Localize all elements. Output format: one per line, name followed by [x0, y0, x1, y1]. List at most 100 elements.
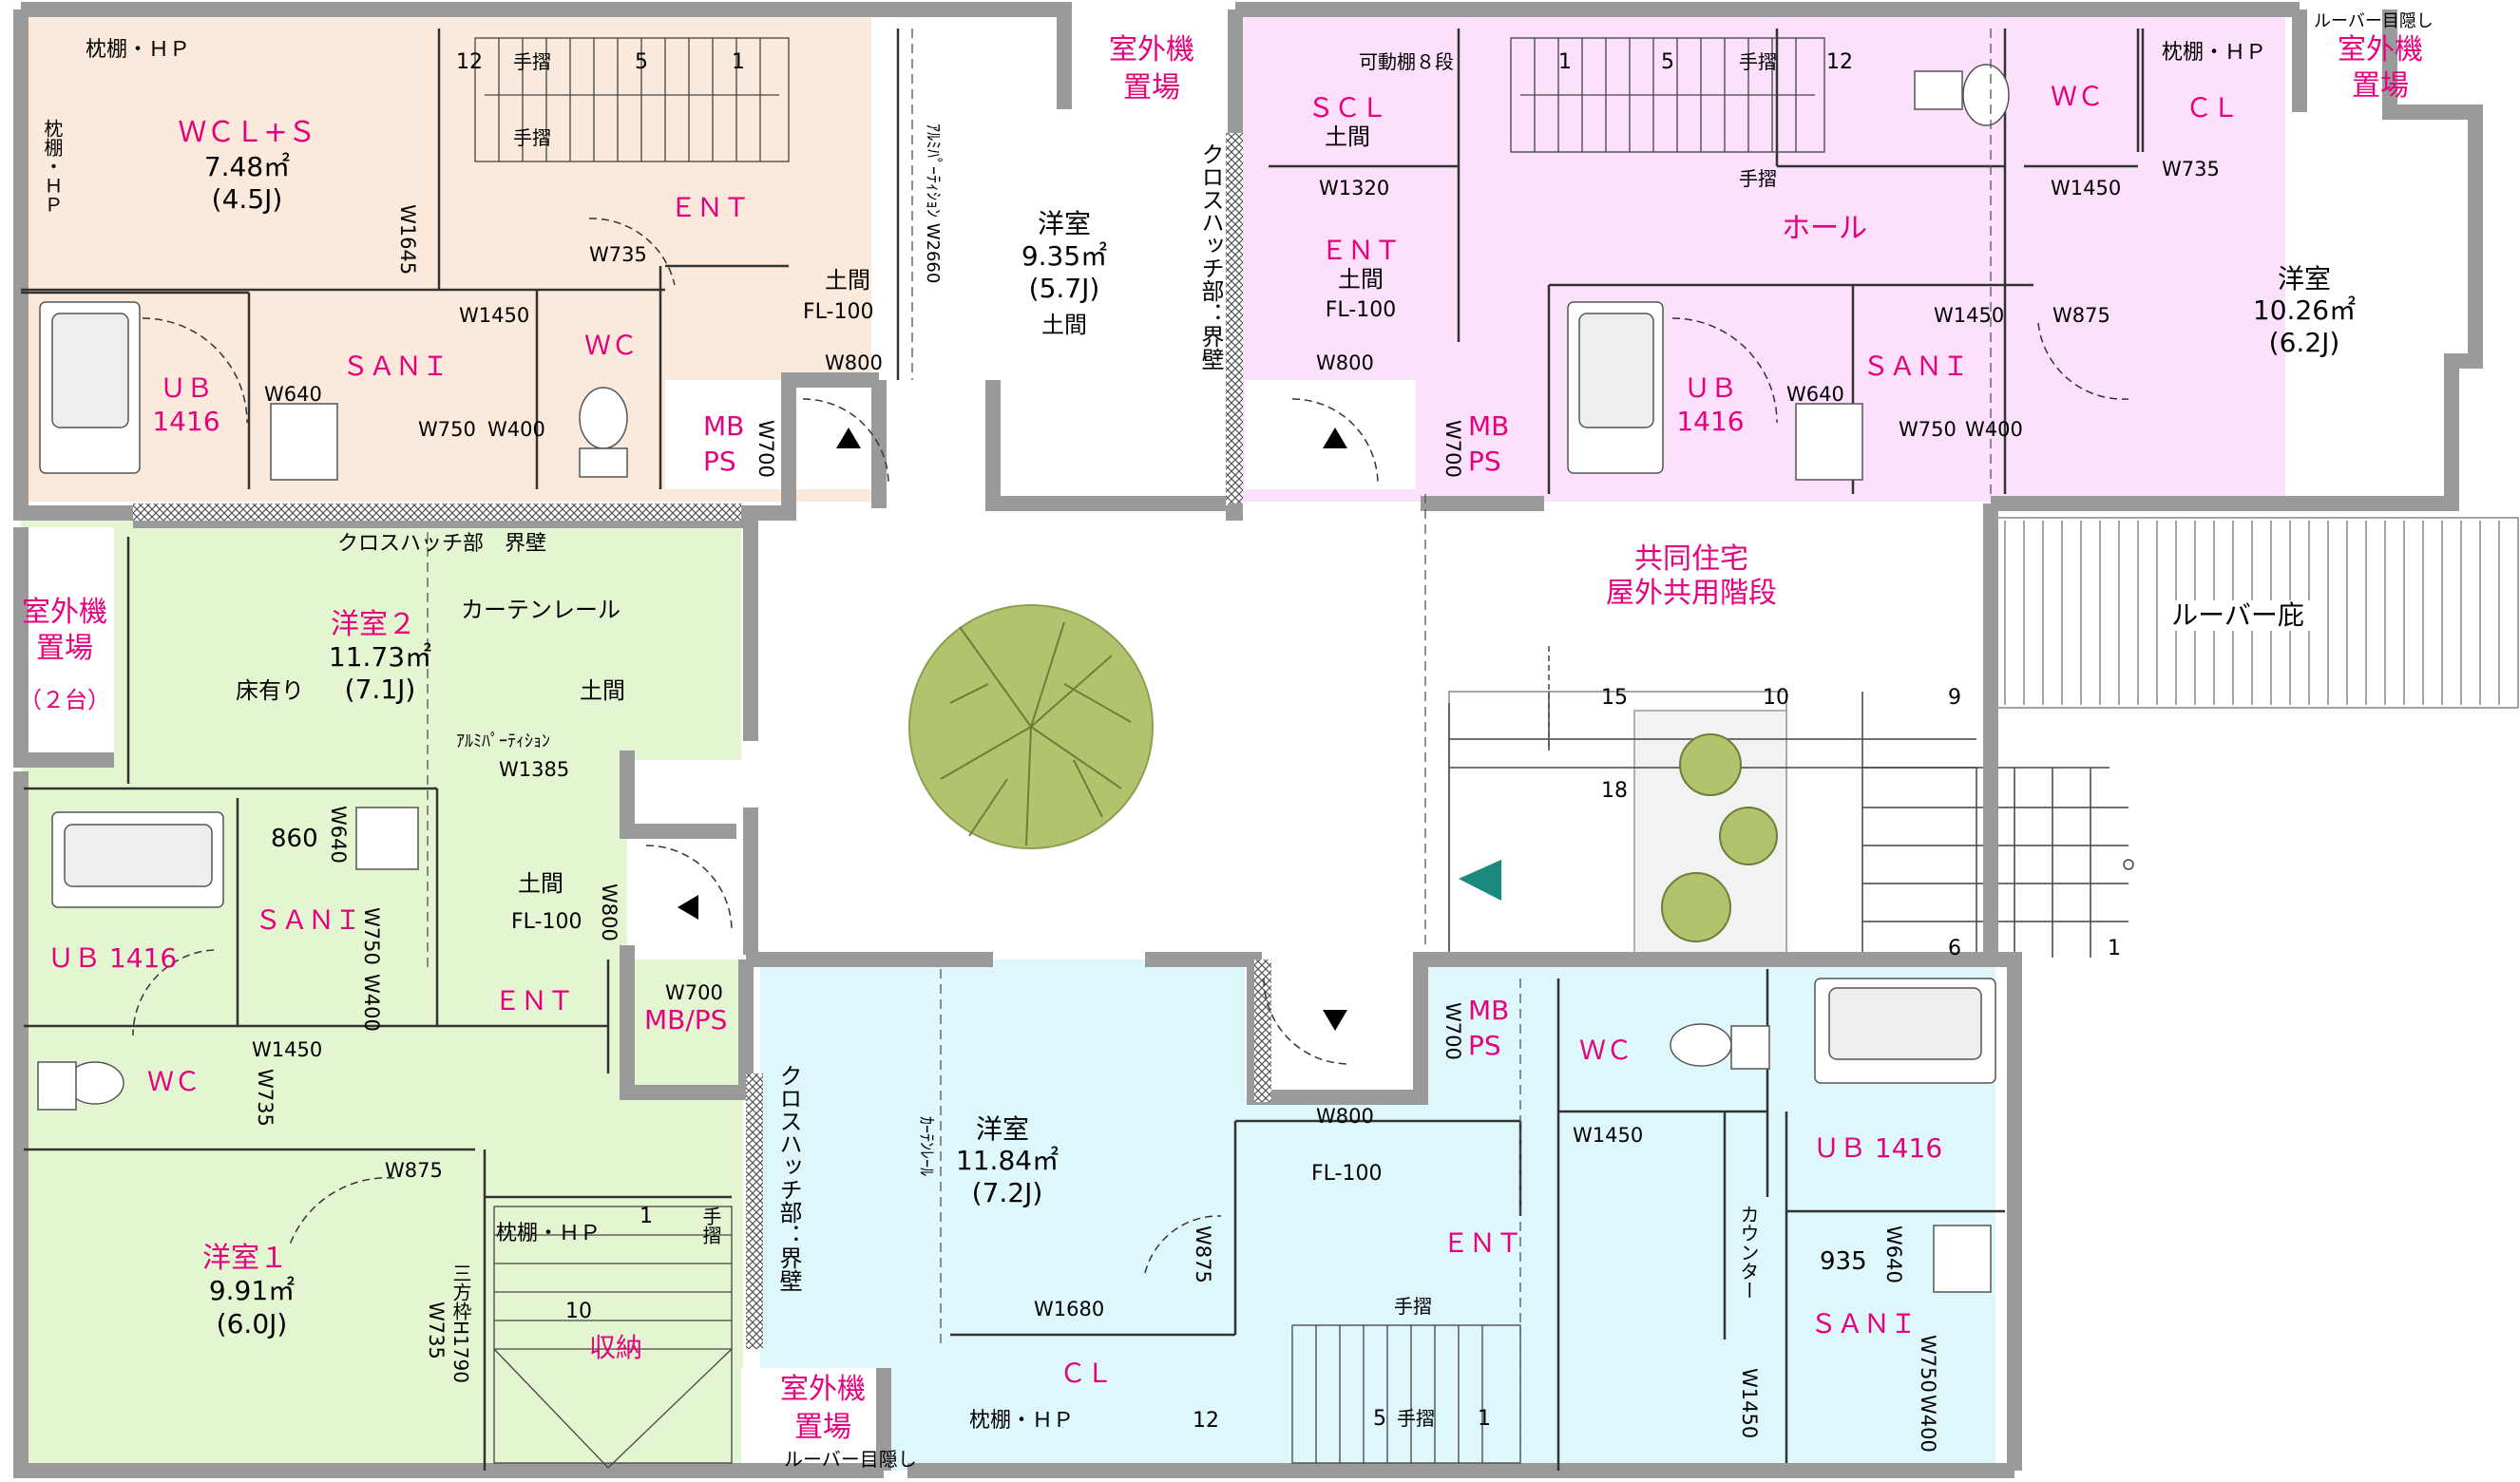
ne-scl-doma: 土間	[1325, 124, 1370, 150]
ne-w700: W700	[1441, 420, 1464, 478]
w-wc-label: ＷＣ	[147, 1066, 201, 1097]
nw-shelf-label: 枕棚・ＨＰ	[86, 38, 191, 62]
nw-handrail-a: 手摺	[513, 50, 551, 73]
common-step-1: 1	[2108, 937, 2121, 960]
s-w700: W700	[1441, 1002, 1464, 1060]
nw-room-label: 洋室	[1037, 208, 1092, 239]
s-cl-label: ＣＬ	[1060, 1358, 1114, 1389]
nw-outdoor-unit-1: 室外機	[1109, 33, 1194, 66]
nw-room-jo: (5.7J)	[1028, 273, 1100, 304]
w-doma-label: 土間	[580, 677, 625, 704]
nw-partition: ｱﾙﾐﾊﾟｰﾃｨｼｮﾝ W2660	[923, 124, 943, 284]
s-curtain-rail: ｶｰﾃﾝﾚｰﾙ	[916, 1116, 936, 1176]
ne-shelf8: 可動棚８段	[1359, 50, 1454, 73]
ne-sani-label: ＳＡＮＩ	[1862, 351, 1970, 382]
ne-room-label: 洋室	[2277, 263, 2332, 294]
s-stair-5: 5	[1373, 1407, 1386, 1431]
w-room1-label: 洋室１	[202, 1242, 288, 1275]
w-room1-area: 9.91㎡	[208, 1275, 296, 1306]
common-step-6: 6	[1948, 937, 1961, 960]
s-stair-12: 12	[1193, 1409, 1219, 1433]
nw-wcl-name: ＷＣＬ+Ｓ	[178, 116, 316, 149]
w-w875: W875	[385, 1159, 443, 1182]
s-w750: W750	[1917, 1335, 1939, 1393]
nw-outdoor-unit-2: 置場	[1123, 71, 1180, 104]
exterior-areas	[29, 17, 2390, 1472]
common-step-18: 18	[1601, 779, 1628, 803]
courtyard-tree	[908, 604, 1154, 849]
w-w1450: W1450	[252, 1038, 323, 1061]
ne-outdoor-unit-2: 置場	[2352, 69, 2409, 103]
w-storage-label: 収納	[589, 1332, 643, 1363]
ne-stair-12: 12	[1826, 50, 1853, 74]
w-handrail: 手摺	[699, 1206, 722, 1244]
s-sani-label: ＳＡＮＩ	[1810, 1308, 1918, 1340]
nw-w1645: W1645	[396, 204, 419, 276]
w-sani-label: ＳＡＮＩ	[255, 904, 362, 936]
s-w1450-b: W1450	[1738, 1368, 1761, 1439]
w-w640: W640	[327, 806, 350, 864]
w-stair-10: 10	[565, 1300, 592, 1323]
w-ub-label: ＵＢ 1416	[48, 942, 178, 974]
s-outdoor-unit-2: 置場	[794, 1411, 851, 1444]
ne-cl-label: ＣＬ	[2186, 92, 2240, 124]
nw-w400: W400	[487, 418, 545, 441]
nw-room-area: 9.35㎡	[1021, 240, 1108, 272]
ne-w1320: W1320	[1319, 177, 1390, 200]
w-fl: FL-100	[511, 910, 582, 934]
common-step-9: 9	[1948, 686, 1961, 710]
w-outdoor-unit-1: 室外機	[22, 596, 107, 629]
walls	[13, 2, 2483, 1478]
w-room1-jo: (6.0J)	[216, 1308, 288, 1340]
nw-stair-1: 1	[732, 50, 745, 74]
ne-ub-size: 1416	[1676, 406, 1745, 437]
w-ent-label: ＥＮＴ	[494, 985, 575, 1016]
door-swings	[132, 218, 2129, 1274]
common-stair-label-1: 共同住宅	[1634, 542, 1748, 576]
s-fl: FL-100	[1311, 1162, 1383, 1186]
w-room2-area: 11.73㎡	[328, 641, 432, 673]
s-room-label: 洋室	[975, 1113, 1030, 1145]
nw-wcl-jo: (4.5J)	[211, 183, 283, 215]
s-louver-hide: ルーバー目隠し	[784, 1448, 917, 1471]
s-ps-label: PS	[1468, 1030, 1501, 1061]
s-w1680: W1680	[1034, 1298, 1105, 1320]
nw-ub-label: ＵＢ	[159, 372, 214, 404]
s-shelf-label: 枕棚・ＨＰ	[969, 1409, 1075, 1433]
nw-w640: W640	[264, 383, 322, 406]
nw-ub-size: 1416	[152, 406, 220, 437]
ne-w640: W640	[1786, 383, 1844, 406]
nw-ps-label: PS	[703, 446, 736, 477]
ne-stair-1: 1	[1558, 50, 1572, 74]
ne-ent-label: ＥＮＴ	[1320, 235, 1402, 266]
ne-ub-label: ＵＢ	[1683, 372, 1738, 404]
nw-wc-label: ＷＣ	[584, 330, 639, 361]
interior-walls	[21, 28, 2145, 1471]
shrubs	[1661, 733, 1778, 942]
w-w800: W800	[598, 884, 620, 941]
nw-w700: W700	[754, 420, 777, 478]
s-dim-935: 935	[1820, 1247, 1867, 1276]
s-counter: カウンター	[1737, 1205, 1760, 1300]
s-outdoor-unit-1: 室外機	[780, 1373, 866, 1406]
ne-w750: W750	[1899, 418, 1957, 441]
ne-ps-label: PS	[1468, 446, 1501, 477]
w-outdoor-unit-2: 置場	[36, 632, 93, 665]
nw-sani-label: ＳＡＮＩ	[342, 351, 449, 382]
stairs	[474, 37, 1825, 1469]
fixtures	[37, 64, 2010, 1293]
nw-stair-12: 12	[456, 50, 483, 74]
s-ub-label: ＵＢ 1416	[1813, 1132, 1943, 1164]
party-walls	[133, 133, 1271, 1349]
s-w875: W875	[1192, 1226, 1214, 1283]
ne-fl: FL-100	[1325, 298, 1397, 322]
ne-w400: W400	[1965, 418, 2023, 441]
ne-ent-doma: 土間	[1338, 266, 1384, 293]
s-w1450-a: W1450	[1573, 1124, 1644, 1147]
w-doma2-label: 土間	[518, 870, 563, 897]
ne-louver-hide: ルーバー目隠し	[2314, 11, 2434, 31]
nw-mb-label: MB	[703, 410, 745, 442]
ne-handrail-a: 手摺	[1739, 50, 1777, 73]
s-w640: W640	[1882, 1226, 1905, 1283]
